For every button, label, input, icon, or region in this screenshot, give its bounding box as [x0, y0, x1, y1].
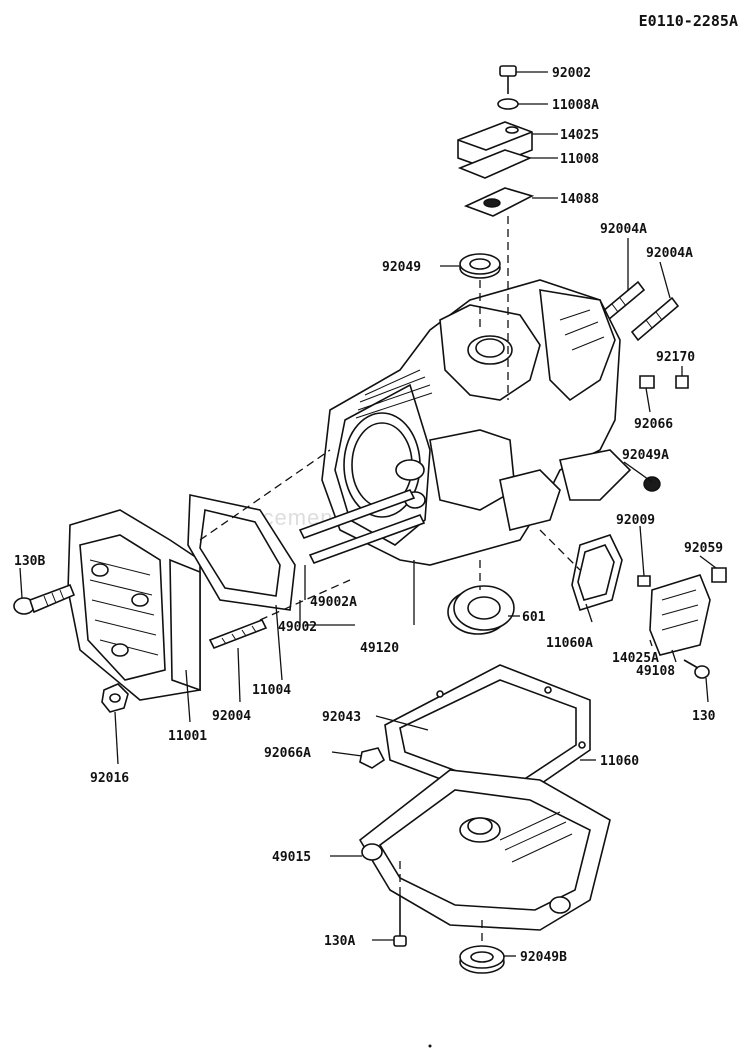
cylinder-head-11001-part: [68, 510, 200, 700]
callout-92066a: 92066A: [264, 746, 311, 761]
callout-11008a: 11008A: [552, 98, 599, 113]
gasket-11004-part: [188, 495, 295, 610]
part-92170: [676, 376, 688, 388]
nut-92016-part: [102, 684, 128, 712]
callout-labels: 92002 11008A 14025 11008 14088 92004A 92…: [14, 66, 723, 965]
callout-92004a-1: 92004A: [600, 222, 647, 237]
callout-49108: 49108: [636, 664, 675, 679]
bolt-130-part: [684, 660, 709, 678]
callout-92170: 92170: [656, 350, 695, 365]
callout-92002: 92002: [552, 66, 591, 81]
nut-92049a-part: [644, 477, 660, 491]
part-92009: [638, 576, 650, 586]
bearing-601-part: [448, 586, 514, 634]
callout-92016: 92016: [90, 771, 129, 786]
pins-49002-part: [300, 490, 424, 563]
cover-14025-part: [458, 122, 532, 168]
part-92059: [712, 568, 726, 582]
gasket-11060a-part: [572, 535, 622, 610]
callout-14025a: 14025A: [612, 651, 659, 666]
callout-11001: 11001: [168, 729, 207, 744]
callout-92004: 92004: [212, 709, 251, 724]
stray-mark: [428, 1044, 432, 1048]
callout-92059: 92059: [684, 541, 723, 556]
callout-11008: 11008: [560, 152, 599, 167]
callout-92049a: 92049A: [622, 448, 669, 463]
callout-11060: 11060: [600, 754, 639, 769]
oil-pan-49015-part: [360, 770, 610, 930]
bolt-130b-part: [14, 585, 74, 614]
callout-92043: 92043: [322, 710, 361, 725]
oil-seal-92049b-part: [460, 946, 504, 973]
callout-130a: 130A: [324, 934, 355, 949]
callout-92004a-2: 92004A: [646, 246, 693, 261]
callout-92066: 92066: [634, 417, 673, 432]
crankcase-part: [322, 280, 630, 565]
callout-130: 130: [692, 709, 716, 724]
bolt-130a-part: [394, 895, 406, 946]
plug-92066a-part: [360, 748, 384, 768]
callout-14088: 14088: [560, 192, 599, 207]
stud-92004-part: [210, 620, 266, 648]
callout-92049: 92049: [382, 260, 421, 275]
callout-11004: 11004: [252, 683, 291, 698]
callout-49002: 49002: [278, 620, 317, 635]
bolt-92002-part: [500, 66, 516, 94]
drawing-id: E0110-2285A: [638, 12, 738, 30]
callout-49120: 49120: [360, 641, 399, 656]
callout-92009: 92009: [616, 513, 655, 528]
leader-lines: [20, 72, 716, 956]
gasket-11060-part: [385, 665, 590, 805]
part-92066: [640, 376, 654, 388]
callout-130b: 130B: [14, 554, 45, 569]
oil-seal-92049-part: [460, 254, 500, 278]
breather-14025a-part: [650, 575, 710, 655]
callout-49002a: 49002A: [310, 595, 357, 610]
callout-49015: 49015: [272, 850, 311, 865]
washer-11008a-part: [498, 99, 518, 109]
callout-92049b: 92049B: [520, 950, 567, 965]
callout-14025: 14025: [560, 128, 599, 143]
assembly-lines: [200, 216, 580, 945]
plate-14088-part: [466, 188, 532, 216]
callout-601: 601: [522, 610, 546, 625]
callout-11060a: 11060A: [546, 636, 593, 651]
